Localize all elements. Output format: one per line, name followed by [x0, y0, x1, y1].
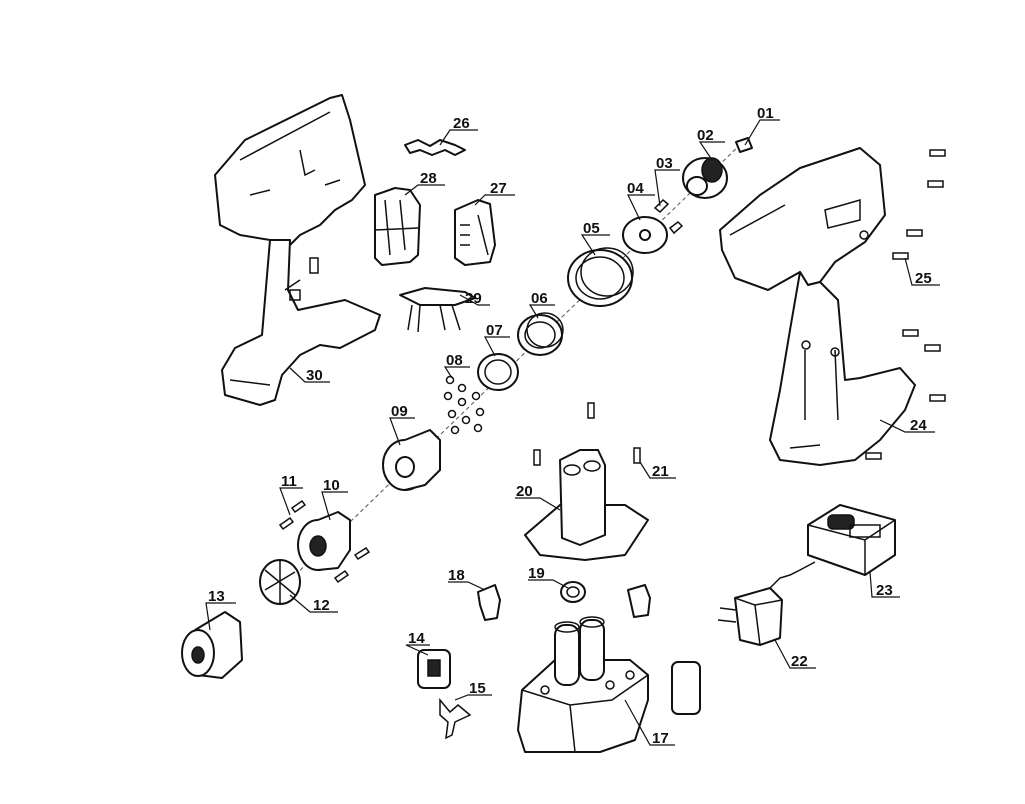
part-04-flange — [622, 216, 668, 254]
callout-27: 27 — [490, 180, 507, 197]
part-14-contact — [417, 649, 451, 689]
callout-09: 09 — [391, 403, 408, 420]
part-27-switch-module — [454, 199, 496, 266]
callout-06: 06 — [531, 290, 548, 307]
callout-04: 04 — [627, 180, 644, 197]
part-15-contact-spring — [439, 697, 472, 740]
part-19-spring — [560, 581, 586, 603]
part-18-latch-b — [627, 584, 651, 618]
callout-24: 24 — [910, 417, 927, 434]
part-11-screw-c — [353, 546, 371, 561]
part-06-gear-ring — [517, 312, 564, 356]
part-18-latch — [477, 584, 501, 621]
part-02-chuck — [682, 157, 728, 199]
leader-lines — [205, 119, 940, 746]
part-24-right-housing — [719, 147, 916, 466]
part-03-screw — [653, 198, 670, 214]
part-23-charging-base — [807, 504, 896, 576]
part-11-screw-b — [290, 499, 307, 514]
part-21-screw-b — [533, 449, 541, 466]
callout-03: 03 — [656, 155, 673, 172]
part-07-ring — [477, 353, 519, 391]
callout-05: 05 — [583, 220, 600, 237]
part-13-motor — [181, 611, 243, 679]
part-26-bracket — [404, 139, 466, 156]
callout-26: 26 — [453, 115, 470, 132]
callout-02: 02 — [697, 127, 714, 144]
part-17-battery-pack — [517, 616, 649, 753]
callout-21: 21 — [652, 463, 669, 480]
callout-29: 29 — [465, 290, 482, 307]
part-21-screw-c — [633, 447, 641, 464]
part-08-balls — [443, 375, 485, 435]
callout-25: 25 — [915, 270, 932, 287]
callout-19: 19 — [528, 565, 545, 582]
callout-15: 15 — [469, 680, 486, 697]
callout-12: 12 — [313, 597, 330, 614]
callout-30: 30 — [306, 367, 323, 384]
part-09-gear-carrier — [382, 429, 441, 491]
part-21-screw — [587, 402, 595, 419]
callout-18: 18 — [448, 567, 465, 584]
callout-08: 08 — [446, 352, 463, 369]
callout-01: 01 — [757, 105, 774, 122]
part-29-contact-clip — [399, 287, 476, 333]
part-03-screw-b — [668, 221, 684, 235]
callout-23: 23 — [876, 582, 893, 599]
part-20-battery-holder — [524, 449, 649, 561]
callout-11: 11 — [281, 473, 297, 490]
part-22-charger — [717, 561, 816, 646]
callout-20: 20 — [516, 483, 533, 500]
callout-07: 07 — [486, 322, 503, 339]
assembly-axis — [289, 139, 746, 581]
part-11-screw-d — [333, 569, 350, 584]
part-05-gear-ring — [567, 247, 634, 307]
part-25-screws — [865, 149, 946, 460]
part-01-screw — [735, 137, 753, 153]
part-11-screw — [278, 516, 295, 531]
callout-17: 17 — [652, 730, 669, 747]
part-10-motor-mount — [297, 511, 351, 571]
part-30-left-housing — [214, 94, 381, 406]
callout-13: 13 — [208, 588, 225, 605]
callout-22: 22 — [791, 653, 808, 670]
part-17-end-cap — [671, 661, 701, 715]
callout-28: 28 — [420, 170, 437, 187]
callout-10: 10 — [323, 477, 340, 494]
callout-14: 14 — [408, 630, 425, 647]
part-12-plate — [259, 559, 301, 605]
part-28-switch — [374, 187, 421, 266]
